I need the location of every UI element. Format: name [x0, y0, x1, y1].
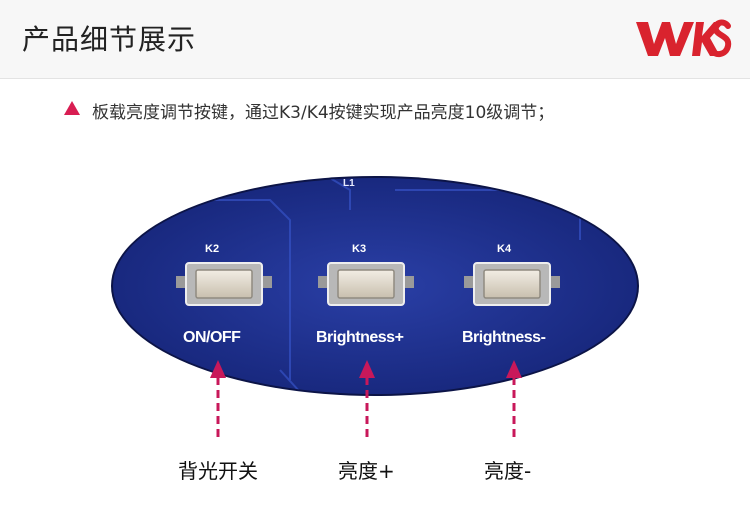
- silkscreen-l1: L1: [343, 178, 355, 189]
- button-k4: K4 Brightness-: [462, 243, 560, 346]
- header-bar: 产品细节展示: [0, 0, 750, 79]
- svg-text:K4: K4: [497, 243, 512, 255]
- button-k2: K2 ON/OFF: [176, 243, 272, 346]
- svg-text:Brightness-: Brightness-: [462, 329, 546, 346]
- feature-note: 板载亮度调节按键，通过K3/K4按键实现产品亮度10级调节；: [92, 103, 555, 123]
- arrow-up-icon: [506, 360, 522, 378]
- triangle-bullet-icon: [64, 101, 80, 115]
- callout-arrows: [216, 377, 516, 440]
- arrow-up-icon: [210, 360, 226, 378]
- arrow-up-icon: [359, 360, 375, 378]
- brand-logo: [636, 19, 732, 58]
- svg-text:ON/OFF: ON/OFF: [183, 329, 241, 346]
- svg-text:K3: K3: [352, 243, 366, 255]
- callout-brightness-down: 亮度-: [484, 459, 532, 483]
- callout-backlight-switch: 背光开关: [178, 459, 258, 483]
- callout-brightness-up: 亮度+: [338, 459, 395, 483]
- svg-text:Brightness+: Brightness+: [316, 329, 404, 346]
- button-k3: K3 Brightness+: [316, 243, 414, 346]
- page-title: 产品细节展示: [22, 23, 197, 56]
- svg-text:K2: K2: [205, 243, 219, 255]
